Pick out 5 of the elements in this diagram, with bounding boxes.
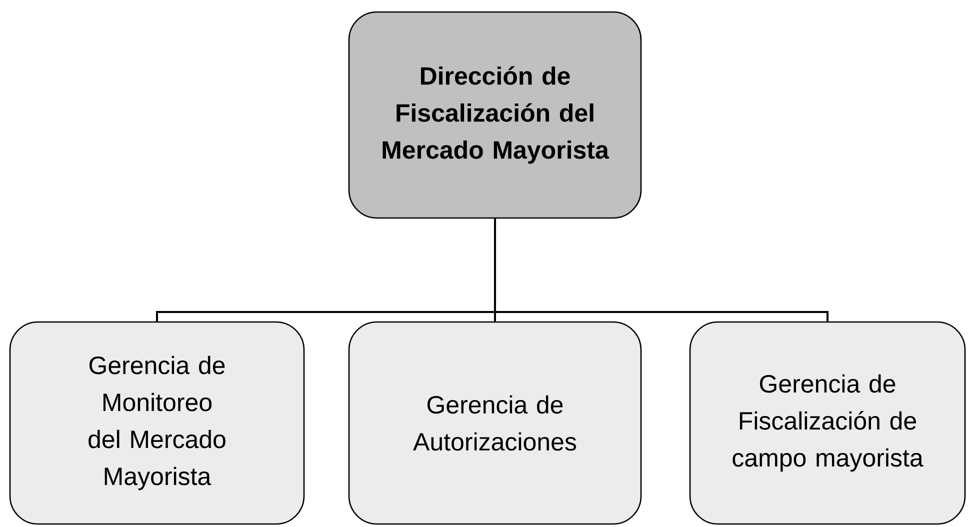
org-box: Gerencia de Autorizaciones: [348, 321, 642, 525]
org-box: Dirección de Fiscalización del Mercado Mayorista: [348, 11, 642, 219]
org-box: Gerencia de Monitoreo del Mercado Mayorista: [9, 321, 305, 525]
org-box: Gerencia de Fiscalización de campo mayorista: [689, 321, 966, 525]
connector-line: [494, 218, 828, 322]
